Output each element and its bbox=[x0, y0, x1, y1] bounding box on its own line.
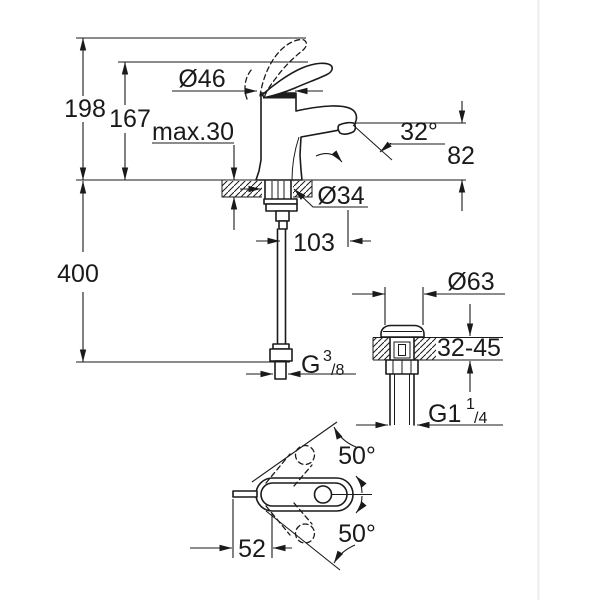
dim-label-dia63: Ø63 bbox=[447, 268, 494, 296]
dim-g38: G 3 /8 bbox=[246, 348, 356, 379]
faucet-side-view bbox=[244, 38, 393, 181]
dim-82: 82 bbox=[357, 101, 475, 211]
dim-label-103: 103 bbox=[293, 229, 335, 257]
dim-dia34: Ø34 bbox=[240, 182, 368, 210]
dim-103: 103 bbox=[256, 210, 371, 257]
dim-label-400: 400 bbox=[57, 260, 99, 288]
dim-label-52: 52 bbox=[238, 535, 266, 563]
dim-label-g38-base: G bbox=[301, 351, 320, 379]
dim-g114: G1 1 /4 bbox=[356, 396, 503, 429]
dim-label-g114-sup: 1 bbox=[466, 396, 475, 413]
dim-label-dia34: Ø34 bbox=[317, 182, 364, 210]
lever-handle-raised-dashed bbox=[259, 38, 308, 99]
dim-label-dia46: Ø46 bbox=[178, 65, 225, 93]
dim-label-g38-sub: /8 bbox=[331, 362, 344, 379]
pop-up-waste-view bbox=[372, 324, 503, 426]
aerator bbox=[337, 121, 357, 135]
spray-direction-line bbox=[352, 124, 393, 161]
flow-arc bbox=[315, 150, 343, 163]
dim-32-45: 32-45 bbox=[437, 304, 501, 392]
cartridge-ring bbox=[263, 92, 296, 99]
dim-label-g114-sub: /4 bbox=[474, 410, 487, 427]
dim-label-82: 82 bbox=[447, 142, 475, 170]
lever-pin bbox=[232, 490, 258, 498]
mounting-deck bbox=[76, 179, 466, 230]
dim-dia46: Ø46 bbox=[172, 65, 323, 95]
dim-max30: max.30 bbox=[152, 118, 238, 230]
dim-dia63: Ø63 bbox=[352, 268, 505, 325]
mounting-shank bbox=[263, 180, 298, 230]
dim-label-167: 167 bbox=[109, 105, 151, 133]
dim-label-198: 198 bbox=[64, 95, 106, 123]
dim-label-50-upper: 50° bbox=[338, 442, 376, 470]
dim-label-32-45: 32-45 bbox=[437, 334, 501, 362]
dim-198: 198 bbox=[64, 37, 306, 180]
lever-handle bbox=[261, 62, 333, 99]
dim-label-g114-base: G1 bbox=[428, 400, 461, 428]
dim-label-50-lower: 50° bbox=[338, 520, 376, 548]
dim-label-g38-sup: 3 bbox=[323, 348, 332, 365]
dim-167: 167 bbox=[109, 61, 308, 180]
handle-top-view: 50° 50° 52 bbox=[190, 421, 376, 571]
dim-400: 400 bbox=[57, 181, 290, 363]
supply-hose bbox=[269, 228, 293, 380]
dim-label-32deg: 32° bbox=[400, 118, 438, 146]
dim-label-max30: max.30 bbox=[152, 118, 234, 146]
